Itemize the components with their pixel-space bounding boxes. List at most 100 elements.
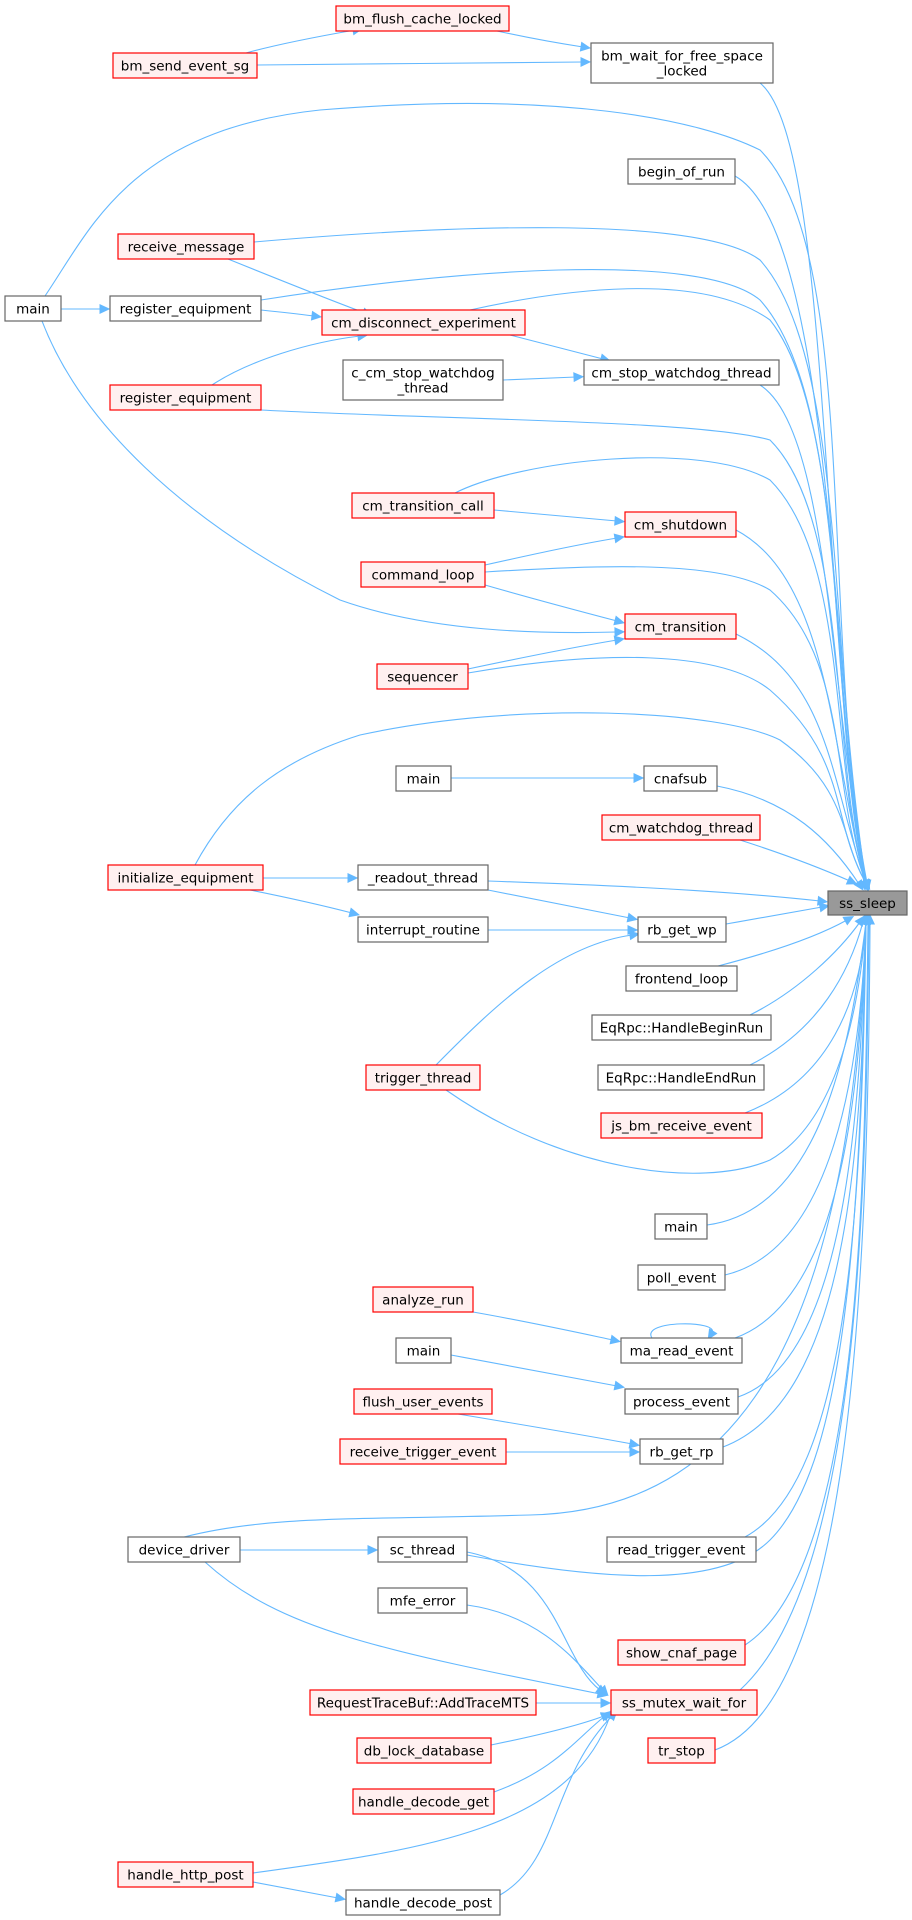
node-initialize_equipment[interactable]: initialize_equipment [107,864,264,891]
node-command_loop[interactable]: command_loop [360,561,486,588]
edge-command_loop-to-cm_transition [484,584,625,626]
node-handle_decode_post[interactable]: handle_decode_post [345,1889,501,1916]
node-box [377,1587,468,1614]
node-process_event[interactable]: process_event [624,1388,739,1415]
edge-cm_transition_call-to-cm_shutdown [493,509,626,526]
node-label: tr_stop [658,1744,705,1760]
node-label: command_loop [372,568,475,584]
edge-line [252,1715,611,1874]
edge-line [744,921,869,1646]
node-box [827,890,908,916]
node-label: EqRpc::HandleEndRun [606,1071,757,1087]
node-interrupt_routine[interactable]: interrupt_routine [357,916,489,943]
edge-line [493,509,618,522]
node-cm_shutdown[interactable]: cm_shutdown [624,511,737,538]
node-bm_send_event_sg[interactable]: bm_send_event_sg [112,52,258,79]
edge-line [41,320,618,634]
edge-line [490,1715,605,1746]
node-cnafsub[interactable]: cnafsub [643,765,718,792]
node-sequencer[interactable]: sequencer [376,663,469,690]
node-rb_get_wp[interactable]: rb_get_wp [637,916,727,943]
node-register_equipment_b[interactable]: register_equipment [109,384,262,411]
node-box [339,1438,507,1465]
edge-line [737,921,867,1398]
node-tr_stop[interactable]: tr_stop [647,1737,716,1764]
node-box [357,864,489,891]
edge-line [716,785,860,885]
node-rb_get_rp[interactable]: rb_get_rp [639,1438,724,1465]
node-box [109,295,262,322]
edge-bm_send_event_sg-to-bm_wait_for_free_space_locked [256,57,592,67]
node-frontend_loop[interactable]: frontend_loop [625,965,738,992]
node-cm_watchdog_thread[interactable]: cm_watchdog_thread [601,814,761,841]
node-label: db_lock_database [364,1744,484,1760]
edge-arrowhead [613,635,626,646]
node-bm_wait_for_free_space_locked[interactable]: bm_wait_for_free_space_locked [590,42,774,84]
node-cm_stop_watchdog_thread[interactable]: cm_stop_watchdog_thread [583,359,780,386]
node-label: cm_transition [635,620,727,636]
node-main_d[interactable]: main [395,1337,452,1364]
node-trigger_thread[interactable]: trigger_thread [365,1064,481,1091]
node-main_a[interactable]: main [4,295,62,322]
node-analyze_run[interactable]: analyze_run [372,1286,474,1313]
node-handle_decode_get[interactable]: handle_decode_get [352,1788,495,1815]
node-cm_transition_call[interactable]: cm_transition_call [351,492,495,519]
node-HandleBeginRun[interactable]: EqRpc::HandleBeginRun [591,1014,772,1041]
node-AddTraceMTS[interactable]: RequestTraceBuf::AddTraceMTS [309,1689,537,1716]
node-label: bm_wait_for_free_space [601,49,763,65]
node-poll_event[interactable]: poll_event [637,1264,726,1291]
node-main_c[interactable]: main [654,1213,708,1240]
node-receive_trigger_event[interactable]: receive_trigger_event [339,1438,507,1465]
node-device_driver[interactable]: device_driver [127,1536,241,1563]
edge-arrowhead [609,1334,621,1345]
edge-line [744,921,867,1538]
node-js_bm_receive_event[interactable]: js_bm_receive_event [600,1112,763,1139]
node-cm_disconnect_experiment[interactable]: cm_disconnect_experiment [321,309,526,336]
node-bm_flush_cache_locked[interactable]: bm_flush_cache_locked [335,5,510,32]
edge-line [735,633,867,884]
node-receive_message[interactable]: receive_message [117,233,255,260]
node-HandleEndRun[interactable]: EqRpc::HandleEndRun [597,1064,765,1091]
node-ss_mutex_wait_for[interactable]: ss_mutex_wait_for [610,1689,758,1716]
edge-arrowhead [853,879,864,891]
edge-sc_thread-to-ss_mutex_wait_for [466,1551,607,1695]
node-handle_http_post[interactable]: handle_http_post [117,1861,254,1888]
edge-line [722,921,867,1448]
node-begin_of_run[interactable]: begin_of_run [627,158,736,185]
edge-analyze_run-to-ma_read_event [472,1311,621,1345]
node-c_cm_stop_watchdog_thread[interactable]: c_cm_stop_watchdog_thread [342,359,504,401]
node-show_cnaf_page[interactable]: show_cnaf_page [617,1639,746,1666]
node-label: ss_sleep [839,896,896,912]
node-ss_sleep[interactable]: ss_sleep [827,890,908,916]
node-cm_transition[interactable]: cm_transition [624,613,737,640]
edge-line [734,175,867,884]
node-box [117,233,255,260]
edge-initialize_equipment-to-_readout_thread [263,873,359,883]
edge-line [499,1715,613,1896]
edge-arrowhead [99,304,111,314]
edge-line [725,906,823,925]
node-box [654,1213,708,1240]
edge-line [484,537,618,566]
edge-arrowhead [865,913,875,925]
node-register_equipment_a[interactable]: register_equipment [109,295,262,322]
edge-arrowhead [367,1545,379,1555]
node-_readout_thread[interactable]: _readout_thread [357,864,489,891]
node-box [351,492,495,519]
edge-arrowhead [628,930,641,941]
node-box [637,916,727,943]
node-label: main [407,1344,441,1360]
node-read_trigger_event[interactable]: read_trigger_event [606,1536,757,1563]
node-mfe_error[interactable]: mfe_error [377,1587,468,1614]
node-sc_thread[interactable]: sc_thread [377,1536,468,1563]
edge-sc_thread-to-ss_sleep [466,913,871,1577]
node-main_b[interactable]: main [395,765,452,792]
node-flush_user_events[interactable]: flush_user_events [353,1388,493,1415]
edge-rb_get_wp-to-ss_sleep [725,902,831,925]
edge-arrowhead [597,1684,609,1696]
node-box [624,613,737,640]
edge-tr_stop-to-ss_sleep [714,913,875,1751]
node-db_lock_database[interactable]: db_lock_database [356,1737,492,1764]
node-ma_read_event[interactable]: ma_read_event [620,1337,743,1364]
edge-device_driver-to-ss_sleep [183,913,871,1538]
